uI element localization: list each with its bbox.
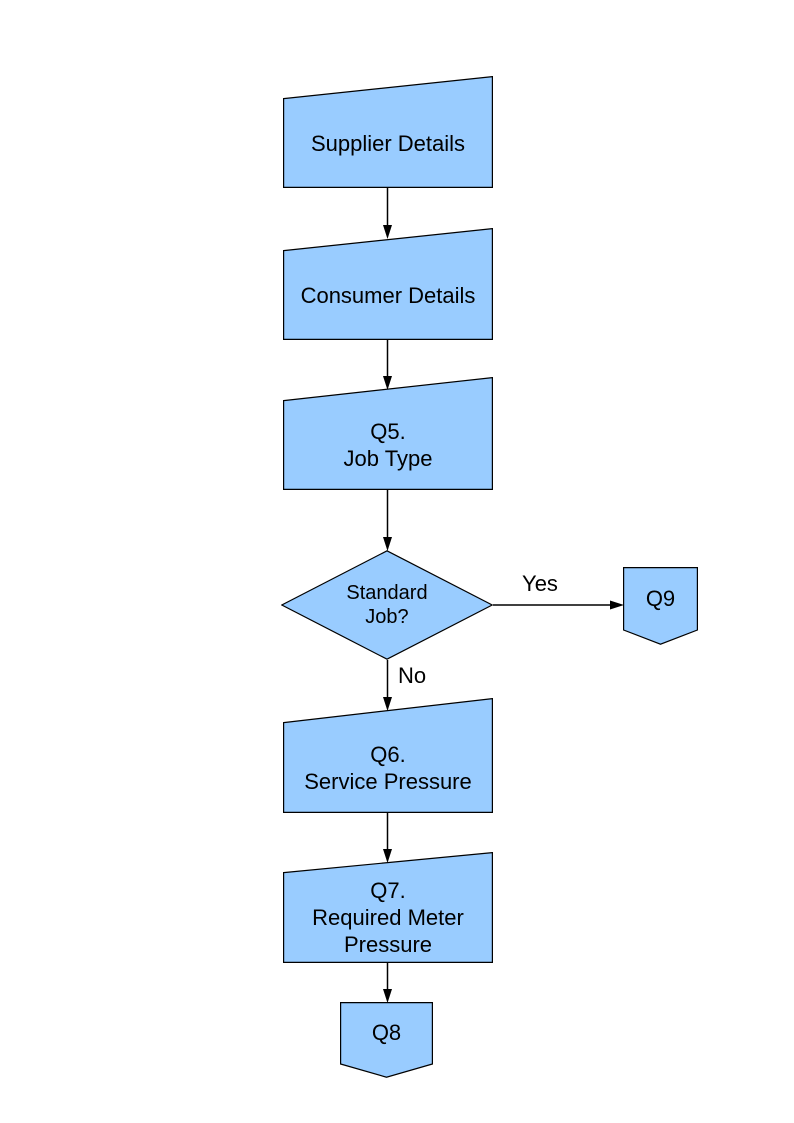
node-label: Q8 bbox=[371, 1020, 402, 1045]
connector-q9: Q9 bbox=[623, 567, 698, 645]
diamond-shape bbox=[281, 550, 493, 660]
node-label: Supplier Details bbox=[310, 130, 466, 156]
node-label: Q5. Job Type bbox=[343, 419, 433, 471]
off-page-connector-shape bbox=[340, 1002, 433, 1078]
node-supplier-details: Supplier Details bbox=[283, 76, 493, 188]
arrow-supplier-to-consumer bbox=[383, 188, 392, 239]
edge-label-yes: Yes bbox=[522, 571, 558, 596]
node-label: Q7. Required Meter Pressure bbox=[312, 878, 464, 957]
decision-standard-job: Standard Job? bbox=[281, 550, 493, 660]
connector-q8: Q8 bbox=[340, 1002, 433, 1078]
node-q7-required-meter-pressure: Q7. Required Meter Pressure bbox=[283, 852, 493, 963]
node-label: Q6. Service Pressure bbox=[304, 741, 472, 794]
manual-input-shape bbox=[283, 76, 493, 188]
arrow-q6-to-q7 bbox=[383, 813, 392, 863]
arrow-q7-to-q8 bbox=[383, 963, 392, 1003]
edge-label-no: No bbox=[398, 663, 427, 688]
node-label: Consumer Details bbox=[300, 282, 476, 308]
off-page-connector-shape bbox=[623, 567, 698, 645]
arrow-decision-yes-to-q9 bbox=[493, 600, 624, 610]
node-label: Q9 bbox=[645, 585, 676, 611]
manual-input-shape bbox=[283, 698, 493, 813]
node-q6-service-pressure: Q6. Service Pressure bbox=[283, 698, 493, 813]
arrow-q5-to-decision bbox=[383, 490, 392, 551]
manual-input-shape bbox=[283, 228, 493, 340]
arrow-consumer-to-q5 bbox=[383, 340, 392, 390]
node-consumer-details: Consumer Details bbox=[283, 228, 493, 340]
manual-input-shape bbox=[283, 852, 493, 963]
arrow-decision-no-to-q6 bbox=[383, 660, 392, 711]
node-q5-job-type: Q5. Job Type bbox=[283, 377, 493, 490]
manual-input-shape bbox=[283, 377, 493, 490]
node-label: Standard Job? bbox=[346, 582, 428, 628]
